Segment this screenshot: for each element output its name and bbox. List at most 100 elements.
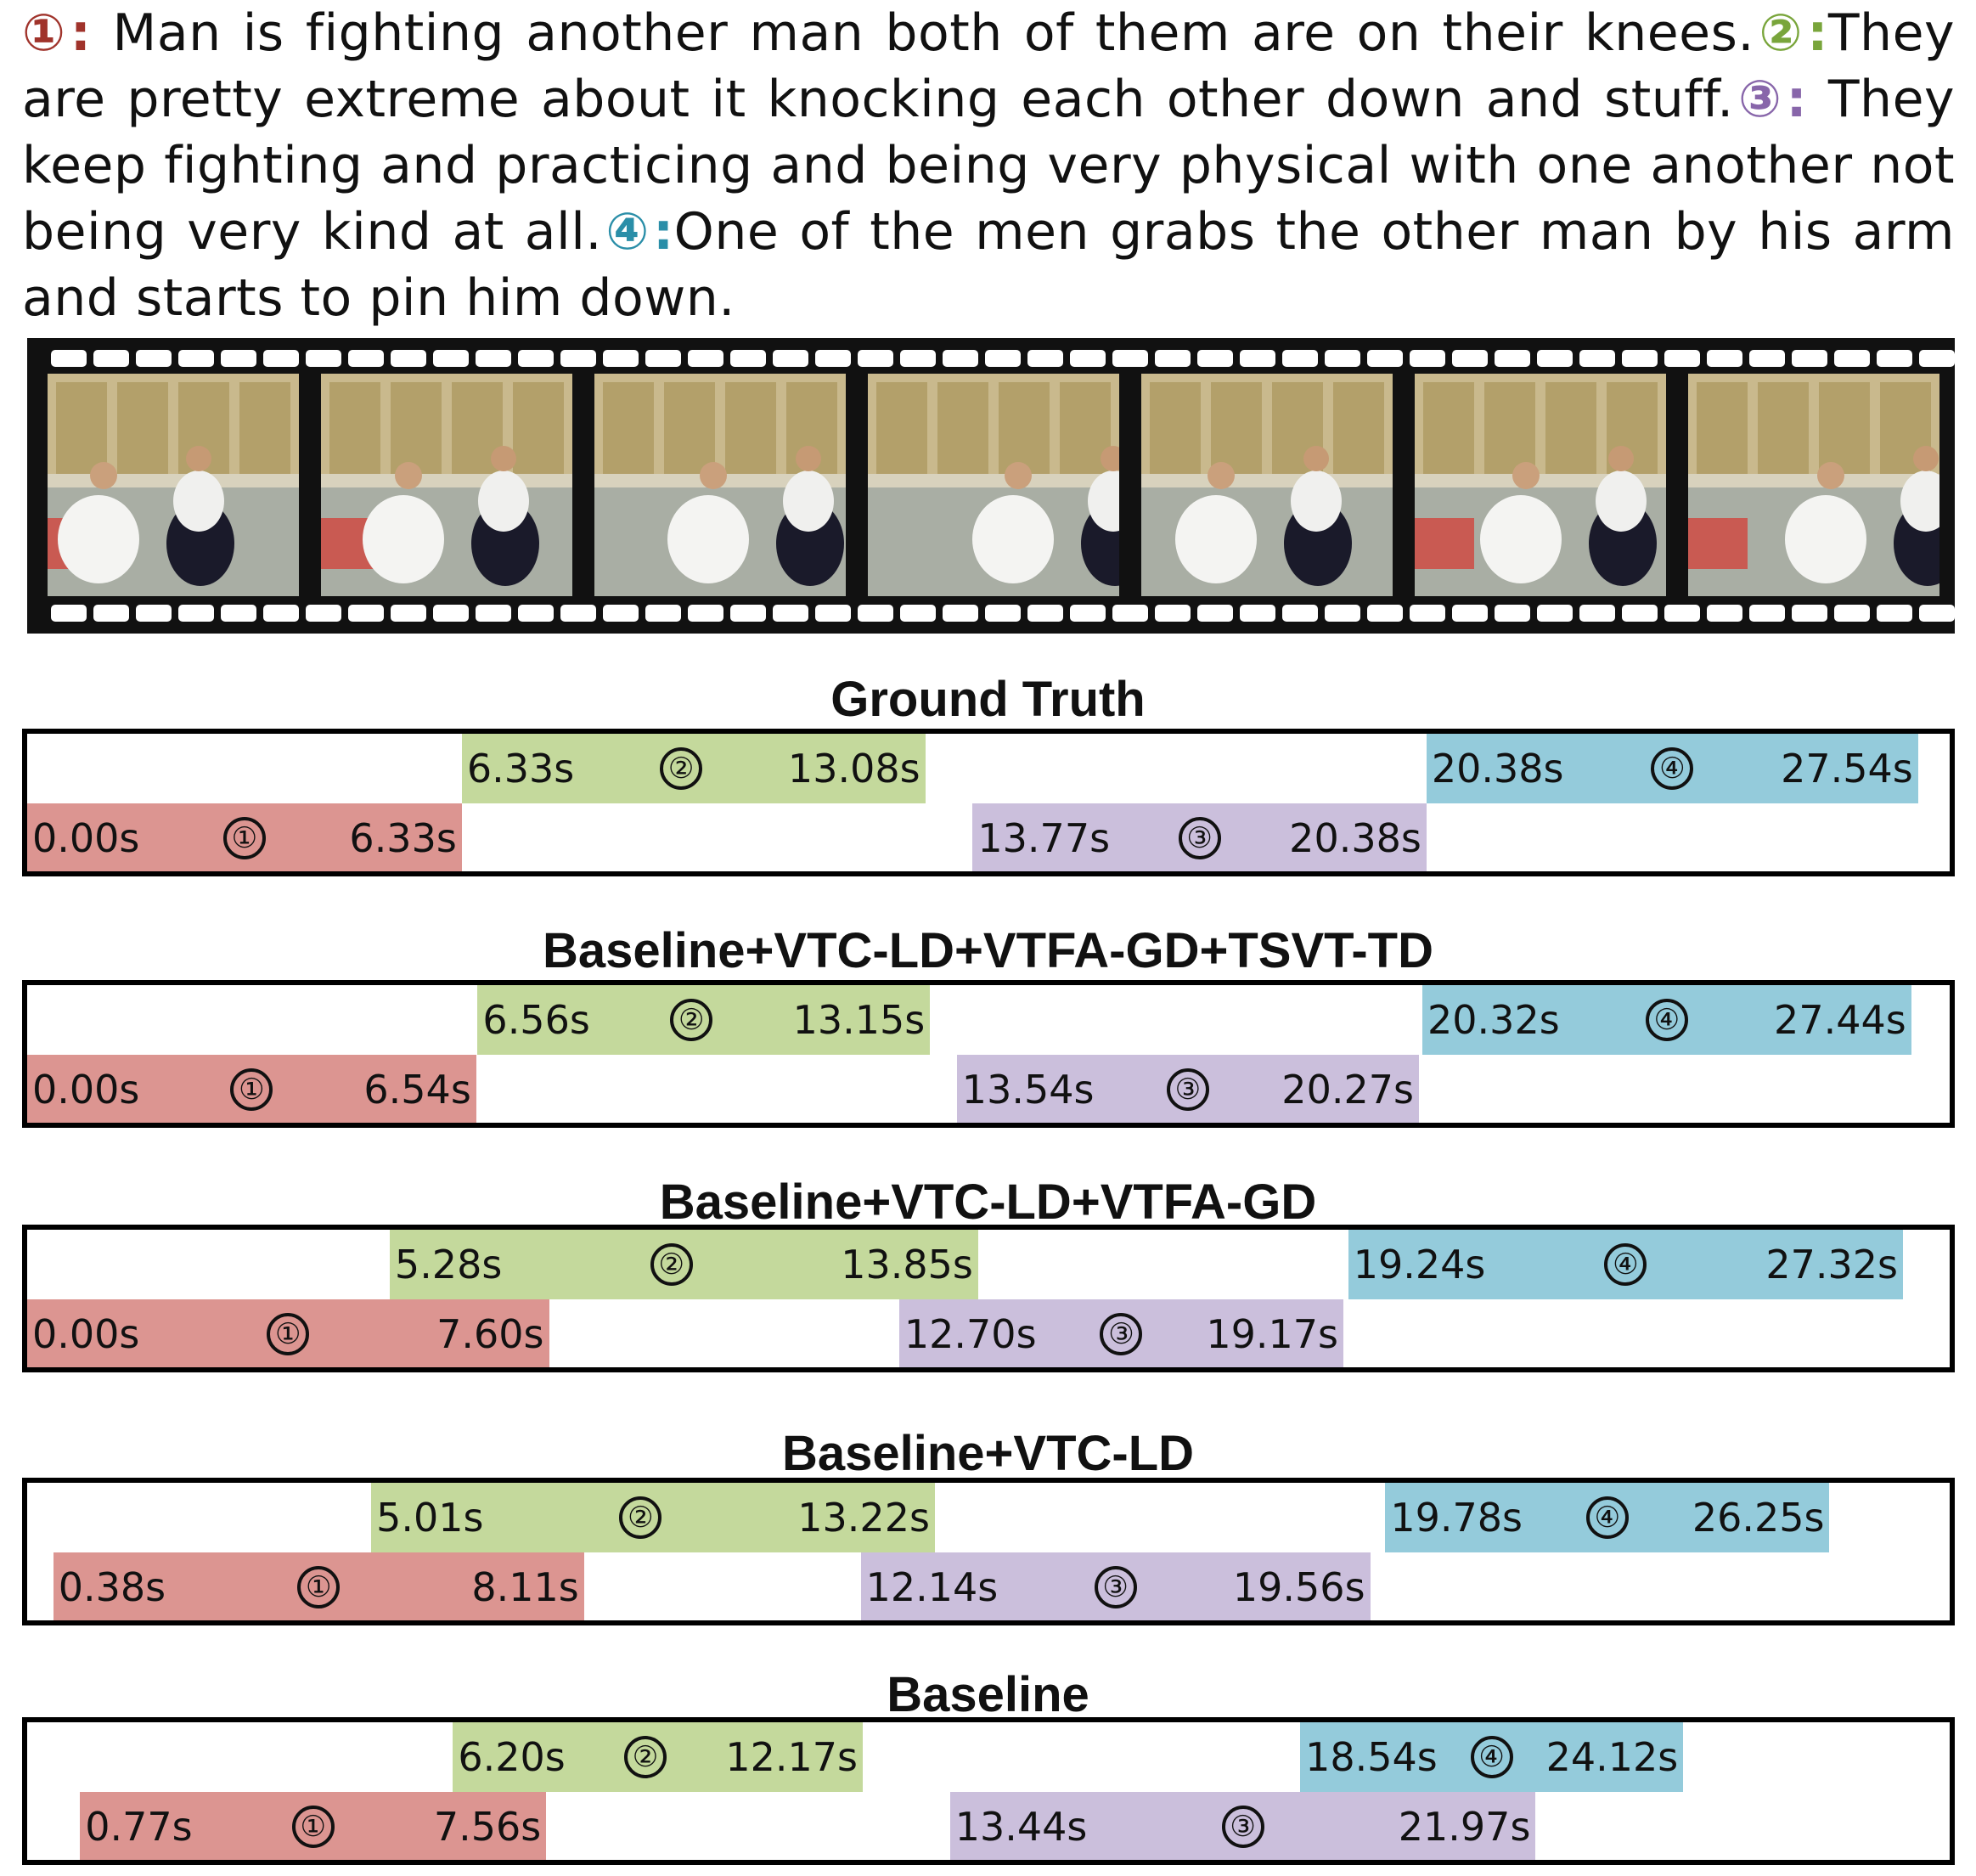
film-sprocket-hole — [263, 605, 299, 622]
event-end-label: 6.54s — [363, 1067, 471, 1113]
event-end-label: 27.54s — [1781, 746, 1913, 792]
event-number-badge: ① — [230, 1068, 273, 1111]
event-number-badge: ① — [267, 1313, 310, 1355]
film-sprocket-hole — [1792, 350, 1827, 367]
caption-event-text-4: One of the men grabs the other man by hi… — [22, 202, 1955, 328]
film-sprocket-hole — [433, 350, 469, 367]
video-frame-5-icon — [1141, 374, 1393, 596]
caption-event-text-1: Man is fighting another man both of them… — [91, 3, 1754, 63]
film-sprocket-hole — [1877, 350, 1912, 367]
film-sprocket-hole — [178, 350, 214, 367]
film-sprocket-hole — [391, 350, 426, 367]
film-sprocket-hole — [1197, 350, 1233, 367]
film-sprocket-hole — [1537, 350, 1573, 367]
event-start-label: 0.38s — [58, 1564, 166, 1610]
film-sprocket-hole — [1664, 605, 1700, 622]
event-start-label: 0.00s — [32, 1067, 140, 1113]
film-sprocket-hole — [1112, 605, 1148, 622]
event-start-label: 19.24s — [1353, 1242, 1486, 1287]
film-sprocket-hole — [773, 605, 808, 622]
film-sprocket-hole — [1027, 350, 1063, 367]
film-sprocket-hole — [730, 350, 766, 367]
film-sprocket-hole — [1155, 605, 1191, 622]
caption-event-text-3: They keep fighting and practicing and be… — [22, 70, 1955, 262]
film-sprocket-hole — [603, 605, 639, 622]
film-sprocket-hole — [1707, 350, 1742, 367]
panel-title: Baseline — [887, 1667, 1089, 1722]
film-sprocket-hole — [1197, 605, 1233, 622]
film-sprocket-hole — [136, 605, 172, 622]
event-number-badge: ④ — [1585, 1496, 1629, 1539]
film-sprocket-hole — [263, 350, 299, 367]
event-start-label: 12.14s — [865, 1564, 999, 1610]
event-start-label: 13.77s — [977, 815, 1111, 861]
film-sprocket-hole — [306, 605, 341, 622]
panel-title: Baseline+VTC-LD+VTFA-GD — [659, 1175, 1317, 1230]
film-sprocket-hole — [1367, 605, 1403, 622]
event-end-label: 6.33s — [349, 815, 457, 861]
event-end-label: 27.32s — [1765, 1242, 1898, 1287]
event-number-badge: ① — [297, 1566, 341, 1608]
event-end-label: 19.56s — [1232, 1564, 1365, 1610]
event-segment-1: 0.00s ① 6.54s — [27, 1055, 476, 1123]
film-sprocket-hole — [560, 605, 596, 622]
film-sprocket-hole — [943, 350, 978, 367]
film-sprocket-hole — [93, 605, 129, 622]
event-start-label: 12.70s — [904, 1311, 1037, 1357]
event-start-label: 20.38s — [1431, 746, 1564, 792]
film-sprocket-hole — [1070, 605, 1106, 622]
caption-text: ①: Man is fighting another man both of t… — [22, 0, 1955, 331]
event-number-badge: ④ — [1645, 999, 1688, 1041]
film-sprocket-hole — [815, 605, 851, 622]
event-end-label: 20.27s — [1281, 1067, 1414, 1113]
event-number-badge: ④ — [1604, 1243, 1647, 1286]
film-sprocket-hole — [1877, 605, 1912, 622]
film-sprocket-hole — [900, 350, 936, 367]
event-start-label: 6.33s — [466, 746, 575, 792]
event-end-label: 27.44s — [1774, 997, 1906, 1043]
film-sprocket-hole — [178, 605, 214, 622]
event-end-label: 7.60s — [436, 1311, 544, 1357]
film-sprocket-hole — [1112, 350, 1148, 367]
film-sprocket-hole — [985, 605, 1021, 622]
film-sprocket-hole — [136, 350, 172, 367]
film-sprocket-hole — [1240, 350, 1275, 367]
event-number-badge: ③ — [1178, 817, 1221, 859]
event-start-label: 6.20s — [458, 1734, 566, 1780]
film-sprocket-hole — [1579, 350, 1615, 367]
film-sprocket-hole — [221, 605, 256, 622]
caption-event-label-4: ④: — [601, 202, 674, 262]
film-sprocket-hole — [815, 350, 851, 367]
event-start-label: 5.28s — [394, 1242, 503, 1287]
event-start-label: 19.78s — [1390, 1495, 1523, 1541]
event-end-label: 12.17s — [725, 1734, 859, 1780]
event-start-label: 5.01s — [376, 1495, 484, 1541]
film-sprocket-hole — [1707, 605, 1742, 622]
film-sprocket-hole — [518, 350, 554, 367]
event-number-badge: ③ — [1221, 1806, 1264, 1848]
film-sprocket-hole — [1495, 350, 1530, 367]
event-start-label: 13.54s — [961, 1067, 1095, 1113]
film-sprocket-hole — [1410, 605, 1445, 622]
film-sprocket-hole — [1282, 350, 1318, 367]
film-sprocket-hole — [1919, 605, 1955, 622]
film-sprocket-hole — [1664, 350, 1700, 367]
film-sprocket-hole — [773, 350, 808, 367]
event-segment-4: 19.24s ④ 27.32s — [1348, 1230, 1903, 1299]
film-sprocket-hole — [1919, 350, 1955, 367]
film-sprocket-hole — [348, 605, 384, 622]
film-sprocket-hole — [1240, 605, 1275, 622]
event-start-label: 13.44s — [954, 1804, 1088, 1850]
film-sprocket-hole — [1410, 350, 1445, 367]
